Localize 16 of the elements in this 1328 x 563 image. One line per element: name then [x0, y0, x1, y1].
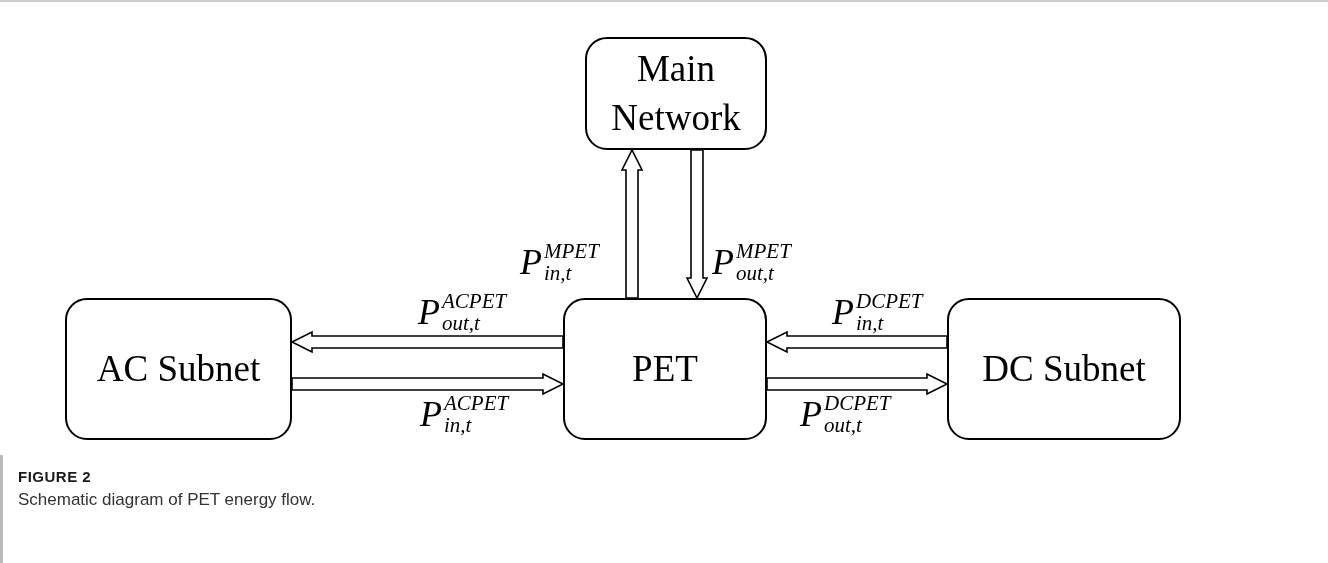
hollow-arrow: [766, 372, 949, 396]
hollow-arrow: [620, 148, 644, 299]
box-label: Main Network: [610, 47, 742, 140]
box-label: AC Subnet: [96, 346, 261, 391]
process-box: [947, 298, 1181, 440]
process-box: [563, 298, 767, 440]
hollow-arrow: [291, 372, 565, 396]
figure-number: FIGURE 2: [18, 468, 92, 485]
caption: Schematic diagram of PET energy flow.: [18, 490, 316, 510]
box-label: PET: [632, 346, 698, 391]
box-label: DC Subnet: [982, 346, 1146, 391]
hollow-arrow: [765, 330, 948, 354]
hollow-arrow: [290, 330, 564, 354]
hollow-arrow: [685, 149, 709, 300]
process-box: [585, 37, 767, 150]
process-box: [65, 298, 292, 440]
